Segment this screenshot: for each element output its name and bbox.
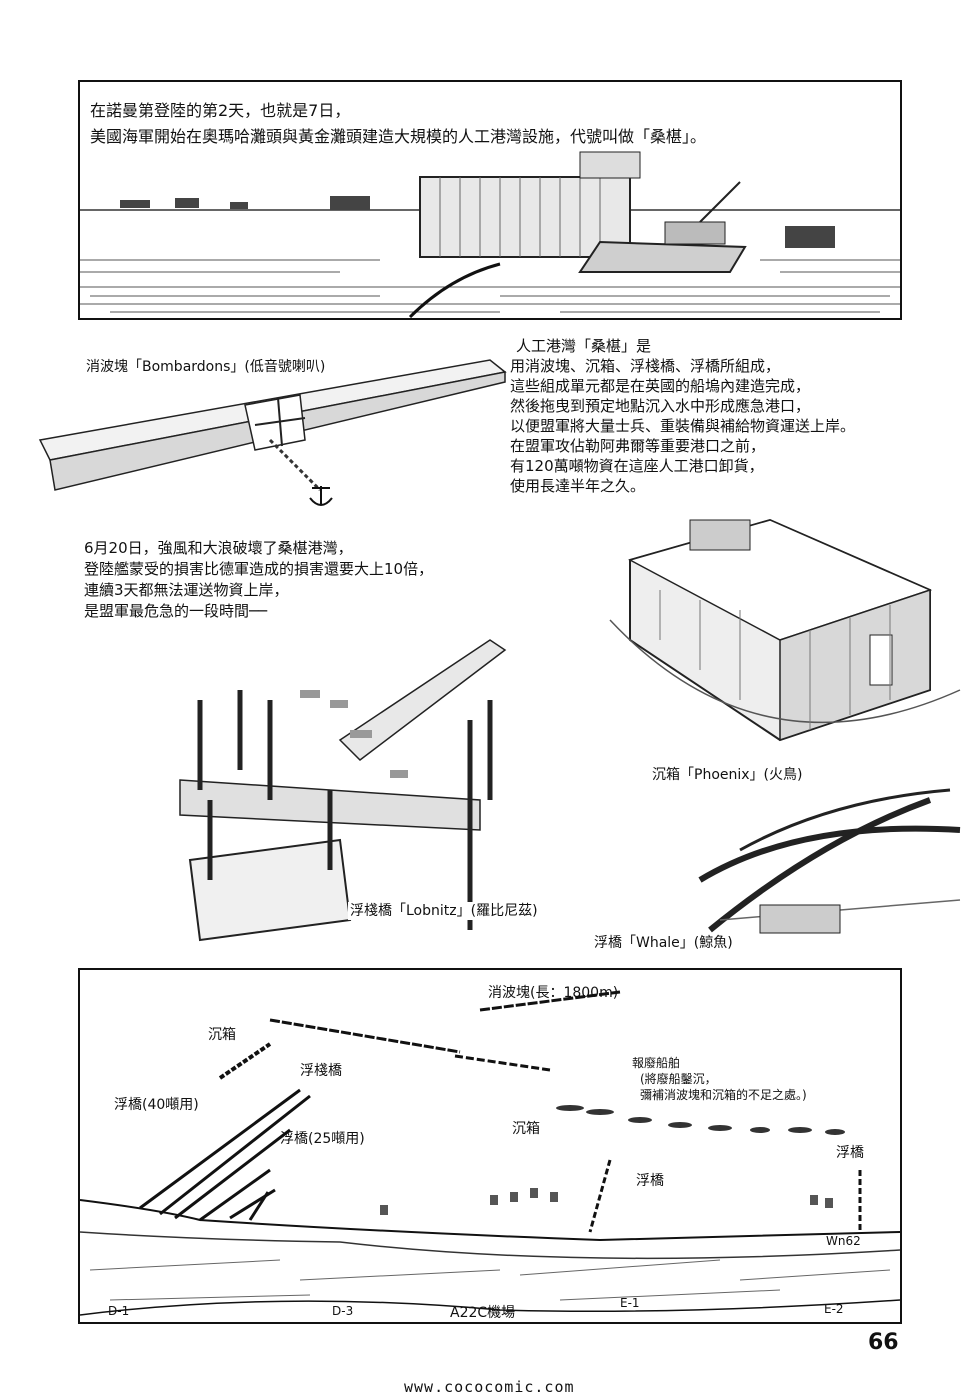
storm-line-3: 連續3天都無法運送物資上岸，	[84, 581, 289, 599]
phoenix-caisson-drawing	[609, 518, 961, 742]
map-blockship-title: 報廢船舶	[632, 1056, 681, 1070]
top-caption-line-2: 美國海軍開始在奧瑪哈灘頭與黃金灘頭建造大規模的人工港灣設施，代號叫做「桑椹」。	[90, 127, 707, 146]
map-wn62-label: Wn62	[826, 1234, 861, 1248]
map-bridge-25-label: 浮橋(25噸用)	[280, 1131, 365, 1147]
whale-label: 浮橋「Whale」(鯨魚)	[592, 934, 735, 952]
map-e2-label: E-2	[824, 1302, 844, 1316]
map-e1-label: E-1	[620, 1296, 640, 1310]
mulberry-line-4: 然後拖曳到預定地點沉入水中形成應急港口，	[510, 397, 811, 415]
map-d1-label: D-1	[108, 1304, 130, 1318]
map-blockship-note-2: 彌補消波塊和沉箱的不足之處。)	[640, 1088, 807, 1102]
lobnitz-label: 浮棧橋「Lobnitz」(羅比尼茲)	[348, 902, 540, 920]
top-panel: 在諾曼第登陸的第2天，也就是7日， 美國海軍開始在奧瑪哈灘頭與黃金灘頭建造大規模…	[78, 80, 902, 320]
mulberry-line-5: 以便盟軍將大量士兵、重裝備與補給物資運送上岸。	[510, 417, 856, 435]
harbor-construction-illustration	[80, 151, 900, 318]
top-caption-line-1: 在諾曼第登陸的第2天，也就是7日，	[90, 101, 351, 120]
website-footer: www.cococomic.com	[404, 1378, 575, 1396]
harbor-map	[80, 990, 900, 1316]
mulberry-line-8: 使用長達半年之久。	[510, 477, 646, 495]
map-d3-label: D-3	[332, 1304, 354, 1318]
storm-line-1: 6月20日，強風和大浪破壞了桑椹港灣，	[84, 539, 353, 557]
map-blockship-note-1: (將廢船鑿沉，	[640, 1072, 717, 1086]
map-panel: 消波塊(長：1800m) 沉箱 浮棧橋 浮橋(40噸用) 浮橋(25噸用) 報廢…	[78, 968, 902, 1324]
mulberry-line-3: 這些組成單元都是在英國的船塢內建造完成，	[510, 377, 811, 395]
map-bridge-40-label: 浮橋(40噸用)	[114, 1097, 199, 1113]
page-number: 66	[868, 1330, 899, 1355]
lobnitz-pier-drawing	[179, 639, 507, 942]
map-bridge-mid-label: 浮橋	[636, 1173, 664, 1189]
mulberry-line-1: 人工港灣「桑椹」是	[516, 337, 652, 355]
bombardons-label: 消波塊「Bombardons」(低音號喇叭)	[84, 358, 328, 376]
map-bridge-right-label: 浮橋	[836, 1145, 864, 1161]
storm-line-2: 登陸艦蒙受的損害比德軍造成的損害還要大上10倍，	[84, 560, 434, 578]
phoenix-label: 沉箱「Phoenix」(火鳥)	[650, 766, 805, 784]
whale-bridge-drawing	[698, 788, 961, 934]
mulberry-line-7: 有120萬噸物資在這座人工港口卸貨，	[510, 457, 764, 475]
mulberry-line-6: 在盟軍攻佔勒阿弗爾等重要港口之前，	[510, 437, 766, 455]
bombardon-drawing	[38, 359, 507, 506]
map-caisson-label-b: 沉箱	[512, 1121, 540, 1137]
map-airfield-label: A22C機場	[450, 1305, 516, 1321]
mulberry-line-2: 用消波塊、沉箱、浮棧橋、浮橋所組成，	[510, 357, 781, 375]
map-breakwater-label: 消波塊(長：1800m)	[488, 985, 619, 1001]
storm-line-4: 是盟軍最危急的一段時間──	[84, 602, 268, 620]
map-pier-label: 浮棧橋	[300, 1063, 342, 1079]
map-caisson-label-a: 沉箱	[208, 1027, 236, 1043]
